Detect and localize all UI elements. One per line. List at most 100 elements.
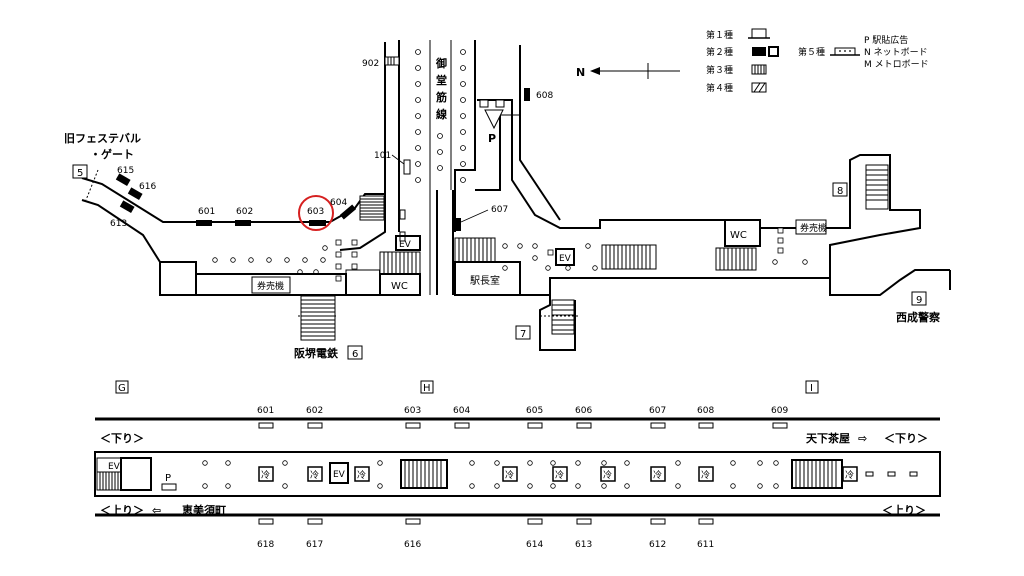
ad-601-label: 601 (198, 207, 215, 217)
platform-column (469, 483, 475, 489)
wc-left: WC (391, 281, 408, 292)
ad-603-marker (309, 220, 326, 226)
platform-column (575, 460, 581, 466)
stairs-exit-8 (865, 164, 889, 210)
platform-column (757, 483, 763, 489)
platform-column (675, 460, 681, 466)
platform-column (202, 483, 208, 489)
stairs-left-upper (359, 195, 385, 221)
top-ad-marker (307, 422, 323, 429)
ad-613-marker (119, 200, 135, 213)
ebisucho-label: 恵美須町 (182, 503, 226, 517)
ev-left: EV (399, 240, 412, 250)
platform-column (575, 483, 581, 489)
platform-column (469, 460, 475, 466)
top-ad-number: 607 (649, 406, 666, 416)
cold-label: 冷 (357, 469, 366, 481)
platform-stairs-center (400, 459, 448, 489)
top-ad-number: 605 (526, 406, 543, 416)
cold-label: 冷 (701, 469, 710, 481)
cold-box (354, 466, 370, 482)
platform-column (550, 460, 556, 466)
cold-box (698, 466, 714, 482)
platform-column (225, 483, 231, 489)
bottom-ad-marker (405, 518, 421, 525)
platform-column (225, 460, 231, 466)
platform-column (601, 460, 607, 466)
cold-label: 冷 (845, 469, 854, 481)
cold-label: 冷 (310, 469, 319, 481)
stairs-left-middle (379, 251, 421, 275)
legend-type2-label: 第２種 (706, 46, 733, 58)
ad-602-label: 602 (236, 207, 253, 217)
platform-column (550, 483, 556, 489)
platform-column (773, 483, 779, 489)
p-label: P (488, 132, 496, 145)
hanshin-label: 阪堺電鉄 (294, 346, 339, 360)
legend-m-label: M メトロボード (864, 59, 929, 70)
top-ad-marker (576, 422, 592, 429)
platform-stairs-right (791, 459, 843, 489)
ad-616-marker (127, 187, 143, 200)
station-office-label: 駅長室 (470, 274, 500, 287)
top-ad-number: 604 (453, 406, 470, 416)
cold-box (600, 466, 616, 482)
platform-column (494, 483, 500, 489)
platform-column (601, 483, 607, 489)
ad-615-label: 615 (117, 166, 134, 176)
compass: N (576, 63, 680, 79)
section-g: G (118, 383, 126, 394)
platform-column (757, 460, 763, 466)
bottom-ad-marker (576, 518, 592, 525)
platform-column (377, 460, 383, 466)
platform-column (377, 483, 383, 489)
bottom-ad-marker (527, 518, 543, 525)
cold-label: 冷 (603, 469, 612, 481)
exit-6-label: 6 (352, 349, 358, 360)
legend: 第１種 第２種 第３種 第４種 第５種 P 駅貼広告 N ネットボード M メト… (706, 28, 929, 94)
midosuji-char-2: 堂 (436, 73, 447, 87)
stairs-right-wc (715, 247, 757, 271)
bottom-ad-marker (698, 518, 714, 525)
stairs-exit-7 (540, 299, 580, 335)
top-ad-number: 602 (306, 406, 323, 416)
bottom-ad-number: 612 (649, 540, 666, 550)
tengachaya-label: 天下茶屋 (806, 431, 850, 445)
top-ad-marker (454, 422, 470, 429)
platform-ev-center: EV (333, 470, 346, 480)
top-ad-marker (527, 422, 543, 429)
cold-box (307, 466, 323, 482)
compass-arrow-icon (590, 67, 600, 75)
cold-box (258, 466, 274, 482)
midosuji-char-3: 筋 (435, 90, 447, 104)
platform-column (624, 483, 630, 489)
top-ad-marker (772, 422, 788, 429)
ad-607-marker (455, 218, 461, 231)
ticket-machine-left: 券売機 (257, 280, 284, 292)
legend-n-label: N ネットボード (864, 47, 928, 58)
stairs-right-upper (454, 237, 496, 263)
legend-type3-label: 第３種 (706, 64, 733, 76)
concourse-map: 御 堂 筋 線 902 101 券売機 615 616 613 (64, 40, 951, 360)
platform-column (527, 483, 533, 489)
cold-box (650, 466, 666, 482)
platform-ev-left: EV (108, 462, 121, 472)
nishinari-police-label: 西成警察 (896, 310, 941, 324)
platform-columns (202, 460, 779, 489)
bottom-ad-marker (307, 518, 323, 525)
exit-7-label: 7 (520, 329, 526, 340)
platform-column (730, 483, 736, 489)
midosuji-char-4: 線 (436, 107, 447, 121)
p-marker (484, 109, 504, 130)
ad-604-marker (339, 204, 357, 220)
highlight-603-circle (298, 195, 334, 231)
section-h: H (423, 383, 431, 394)
ad-604-label: 604 (330, 198, 347, 208)
wc-right: WC (730, 230, 747, 241)
top-ad-marker (698, 422, 714, 429)
bottom-ad-number: 613 (575, 540, 592, 550)
stairs-hanshin (298, 295, 338, 341)
